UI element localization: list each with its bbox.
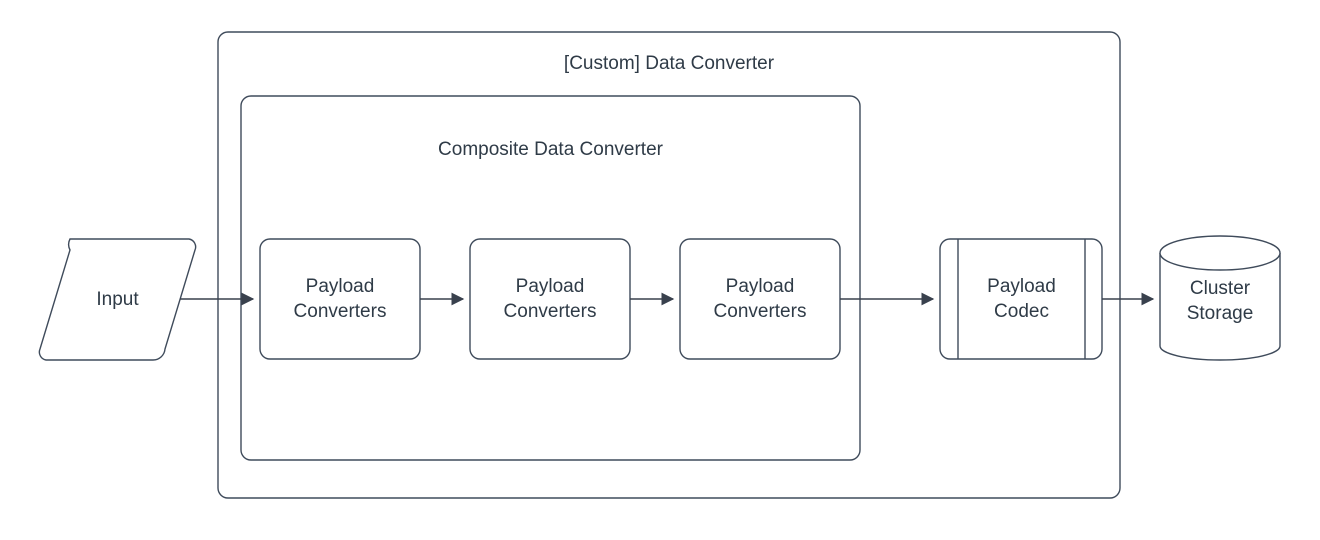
container-label-composite-data-converter: Composite Data Converter	[438, 139, 663, 160]
node-payload-codec-shape[interactable]	[939, 238, 1103, 360]
node-payload-converters-3-shape[interactable]	[679, 238, 841, 360]
node-input-shape[interactable]	[38, 238, 197, 361]
container-label-custom-data-converter: [Custom] Data Converter	[563, 53, 775, 74]
node-cluster-storage-body[interactable]	[1159, 253, 1281, 361]
node-payload-converters-1-shape[interactable]	[259, 238, 421, 360]
node-payload-converters-2-shape[interactable]	[469, 238, 631, 360]
node-cluster-storage-top	[1159, 235, 1281, 271]
